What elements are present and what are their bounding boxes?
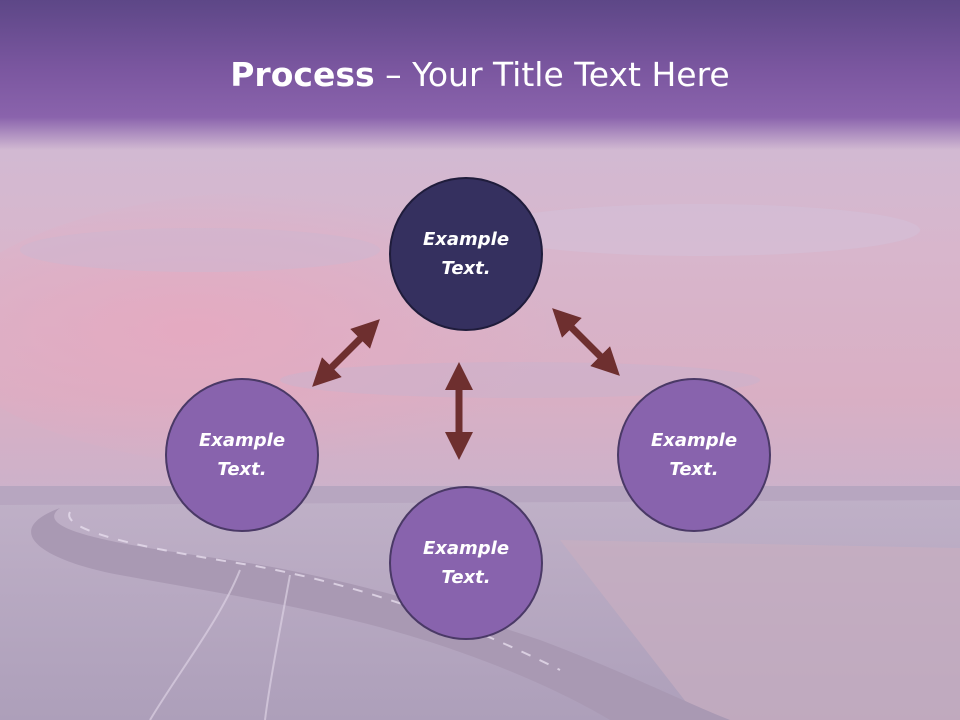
node-left: Example Text. bbox=[165, 378, 319, 532]
node-bottom: Example Text. bbox=[389, 486, 543, 640]
title-bold: Process bbox=[230, 55, 375, 94]
node-left-line2: Text. bbox=[217, 459, 267, 480]
node-right-line2: Text. bbox=[669, 459, 719, 480]
road-edge bbox=[149, 569, 241, 720]
slide-title: Process – Your Title Text Here bbox=[0, 52, 960, 98]
arrow-top-left bbox=[312, 319, 380, 387]
field bbox=[560, 540, 960, 720]
node-right-line1: Example bbox=[650, 430, 738, 451]
road-edge bbox=[264, 574, 291, 720]
node-top: Example Text. bbox=[389, 177, 543, 331]
node-right: Example Text. bbox=[617, 378, 771, 532]
node-bottom-line2: Text. bbox=[441, 567, 491, 588]
node-left-line1: Example bbox=[198, 430, 286, 451]
title-rest: – Your Title Text Here bbox=[374, 55, 730, 94]
arrow-top-right bbox=[552, 308, 620, 376]
node-bottom-line1: Example bbox=[422, 538, 510, 559]
road bbox=[31, 508, 731, 720]
node-top-line2: Text. bbox=[441, 258, 491, 279]
cloud bbox=[480, 204, 920, 256]
node-top-line1: Example bbox=[422, 229, 510, 250]
header-band bbox=[0, 0, 960, 150]
cloud bbox=[280, 362, 760, 398]
cloud bbox=[20, 228, 380, 272]
